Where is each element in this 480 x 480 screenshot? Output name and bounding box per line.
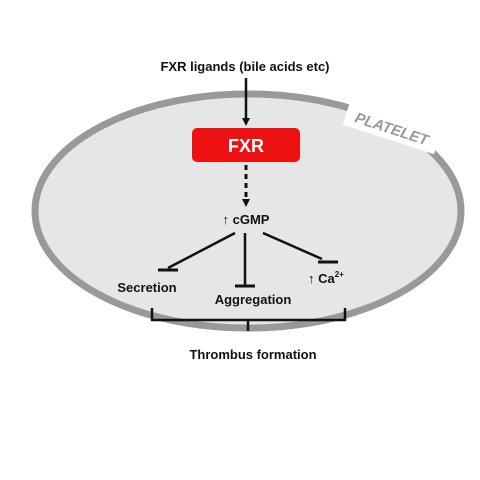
inhibit-secretion-line	[167, 231, 236, 270]
fxr-label: FXR	[228, 136, 264, 156]
calcium-label: ↑ Ca2+	[308, 270, 344, 286]
secretion-label: Secretion	[117, 280, 176, 295]
ligand-label: FXR ligands (bile acids etc)	[160, 59, 329, 74]
inhibit-calcium-line	[262, 231, 323, 261]
calcium-text: ↑ Ca	[308, 271, 336, 286]
thrombus-bracket	[150, 308, 347, 331]
calcium-superscript: 2+	[335, 270, 344, 279]
cgmp-label: ↑ cGMP	[223, 212, 270, 227]
fxr-box	[192, 128, 300, 162]
aggregation-label: Aggregation	[215, 292, 292, 307]
thrombus-label: Thrombus formation	[189, 347, 316, 362]
